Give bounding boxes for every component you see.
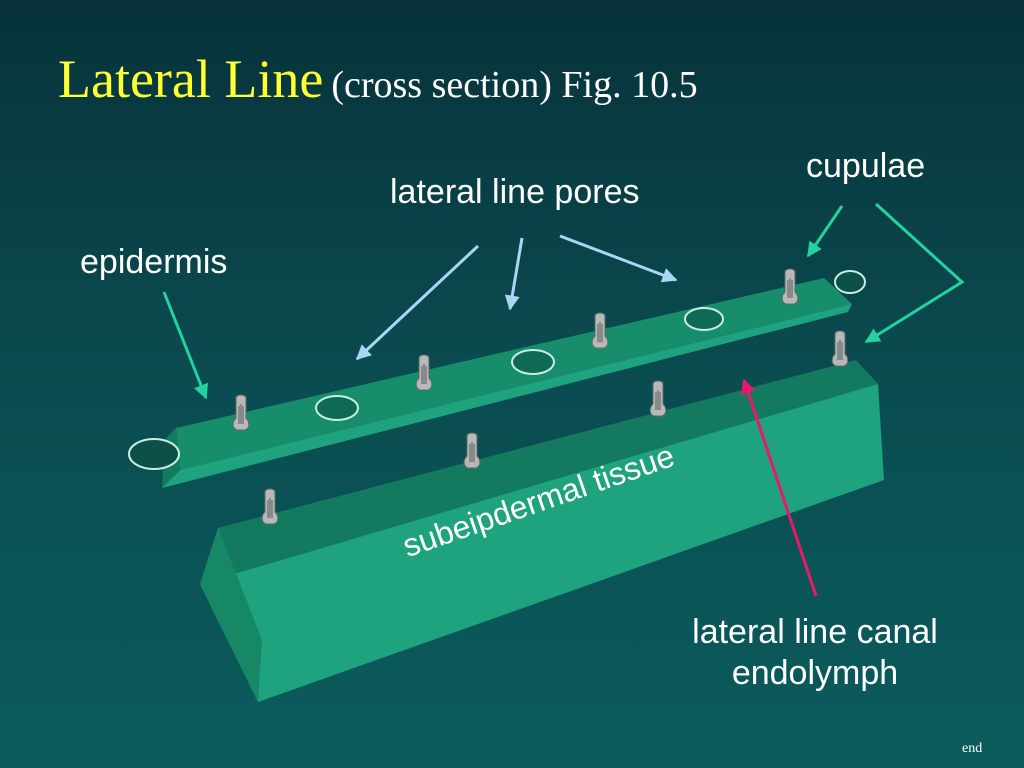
canal-arrow (741, 378, 818, 597)
pore-arrow-left (355, 244, 480, 361)
pores (128, 270, 866, 470)
pore-arrows (355, 234, 678, 361)
cupula (831, 330, 849, 367)
epidermis-top-face (176, 278, 852, 470)
epidermis-label: epidermis (80, 243, 228, 281)
canal-label-line2: endolymph (731, 653, 899, 692)
slide-title: Lateral Line (cross section) Fig. 10.5 (58, 48, 698, 110)
pore (315, 395, 359, 421)
epidermis-arrow (162, 291, 208, 400)
cupula (463, 432, 481, 469)
pore (511, 349, 555, 375)
pore-arrow-right (559, 234, 678, 283)
title-main: Lateral Line (58, 49, 324, 109)
cupula (261, 488, 279, 525)
title-subtitle: (cross section) Fig. 10.5 (331, 64, 698, 106)
pore-arrow-middle (504, 237, 524, 311)
pore (128, 438, 180, 470)
pore (684, 307, 724, 331)
tissue-top-face (200, 360, 878, 584)
tissue-front-face (200, 384, 884, 702)
cupulae-label: cupulae (806, 147, 926, 185)
cupula-arrow-upper (806, 205, 844, 258)
canal-arrow-group (741, 378, 818, 597)
cupula-arrows (162, 202, 965, 400)
canal-label: lateral line canal endolymph (660, 612, 970, 694)
cupula (649, 380, 667, 417)
epidermis-front-edge (162, 304, 852, 488)
cupula-arrow-lower (864, 202, 965, 344)
pore (834, 270, 866, 294)
pores-label: lateral line pores (390, 173, 640, 211)
canal-label-line1: lateral line canal (692, 613, 938, 651)
end-link[interactable]: end (962, 741, 983, 756)
subepidermal-tissue-block (200, 360, 884, 702)
tissue-left-face (200, 528, 262, 702)
